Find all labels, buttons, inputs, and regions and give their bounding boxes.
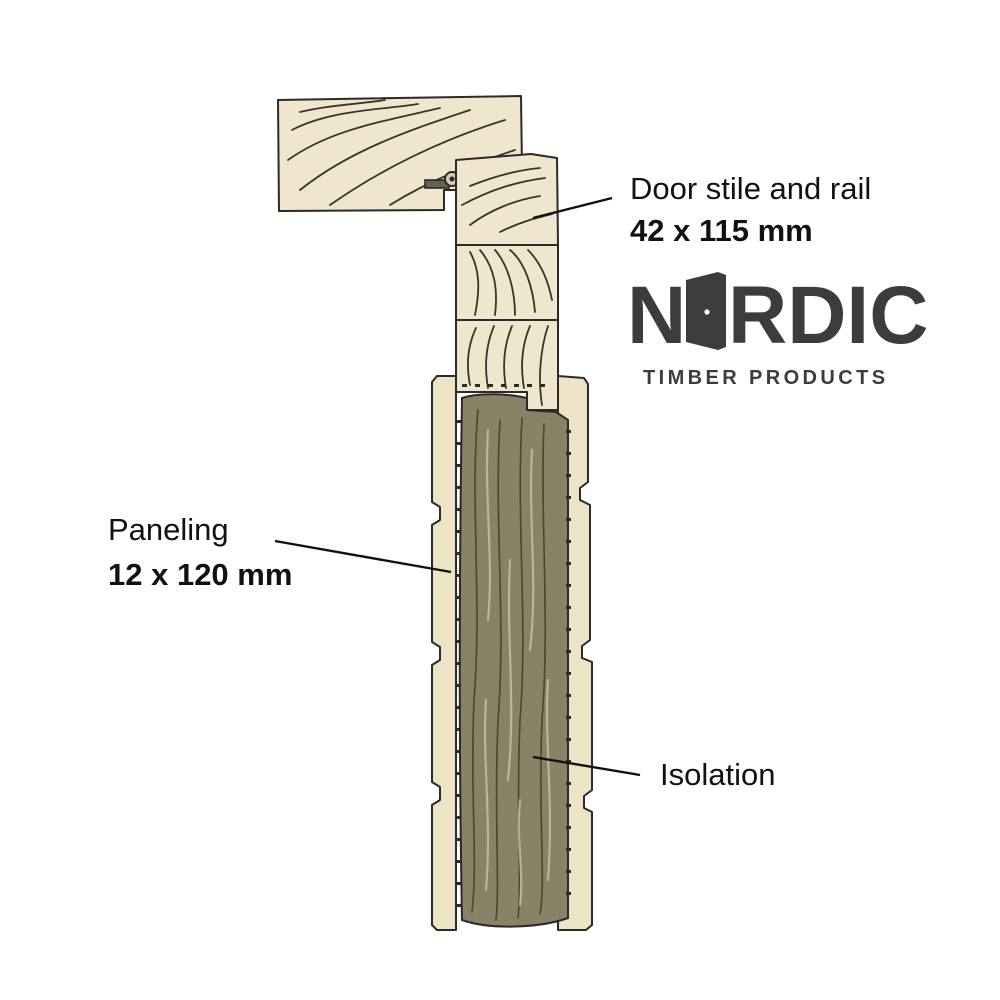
groove-tick <box>566 716 571 719</box>
groove-tick <box>566 562 571 565</box>
insulation-core <box>458 393 569 928</box>
groove-tick <box>566 760 571 763</box>
groove-tick <box>566 694 571 697</box>
groove-tick <box>456 706 461 709</box>
groove-tick <box>566 892 571 895</box>
groove-tick <box>566 430 571 433</box>
groove-tick <box>456 838 461 841</box>
groove-tick <box>566 738 571 741</box>
leader-line-isolation <box>532 755 641 777</box>
groove-tick <box>456 772 461 775</box>
door-icon <box>686 272 726 350</box>
groove-tick <box>488 384 493 387</box>
leader-line-stile <box>532 196 613 220</box>
groove-tick <box>566 518 571 521</box>
groove-tick <box>456 684 461 687</box>
groove-tick <box>456 508 461 511</box>
groove-tick <box>566 826 571 829</box>
paneling-label-dim: 12 x 120 mm <box>108 557 292 592</box>
stile-label-name: Door stile and rail <box>630 171 871 206</box>
groove-tick <box>566 452 571 455</box>
brand-tagline: TIMBER PRODUCTS <box>643 367 888 389</box>
groove-tick <box>456 618 461 621</box>
groove-tick <box>456 442 461 445</box>
groove-tick <box>566 672 571 675</box>
isolation-label-name: Isolation <box>660 757 775 792</box>
tongue-groove-ticks <box>456 384 571 907</box>
frame-board <box>277 95 523 212</box>
groove-tick <box>540 384 545 387</box>
groove-tick <box>475 384 480 387</box>
groove-tick <box>566 650 571 653</box>
groove-tick <box>566 870 571 873</box>
paneling-label-name: Paneling <box>108 512 229 547</box>
groove-tick <box>566 606 571 609</box>
brand-logo: N RDIC TIMBER PRODUCTS <box>627 270 928 389</box>
groove-tick <box>566 474 571 477</box>
groove-tick <box>456 816 461 819</box>
groove-tick <box>566 804 571 807</box>
groove-tick <box>456 640 461 643</box>
groove-tick <box>566 782 571 785</box>
groove-tick <box>456 464 461 467</box>
groove-tick <box>462 384 467 387</box>
door-stile <box>455 153 559 411</box>
groove-tick <box>456 486 461 489</box>
groove-tick <box>456 750 461 753</box>
brand-name-prefix: N <box>627 270 686 361</box>
brand-name-suffix: RDIC <box>728 270 928 361</box>
groove-tick <box>456 860 461 863</box>
groove-tick <box>566 540 571 543</box>
groove-tick <box>566 628 571 631</box>
groove-tick <box>566 496 571 499</box>
groove-tick <box>514 384 519 387</box>
groove-tick <box>501 384 506 387</box>
groove-tick <box>456 420 461 423</box>
groove-tick <box>456 662 461 665</box>
groove-tick <box>456 596 461 599</box>
groove-tick <box>456 882 461 885</box>
groove-tick <box>566 584 571 587</box>
groove-tick <box>456 552 461 555</box>
stile-label-dim: 42 x 115 mm <box>630 213 813 248</box>
leader-line-paneling <box>274 539 452 574</box>
groove-tick <box>456 728 461 731</box>
groove-tick <box>566 848 571 851</box>
paneling-left <box>431 375 457 931</box>
groove-tick <box>527 384 532 387</box>
groove-tick <box>456 904 461 907</box>
groove-tick <box>456 574 461 577</box>
groove-tick <box>456 794 461 797</box>
groove-tick <box>456 530 461 533</box>
